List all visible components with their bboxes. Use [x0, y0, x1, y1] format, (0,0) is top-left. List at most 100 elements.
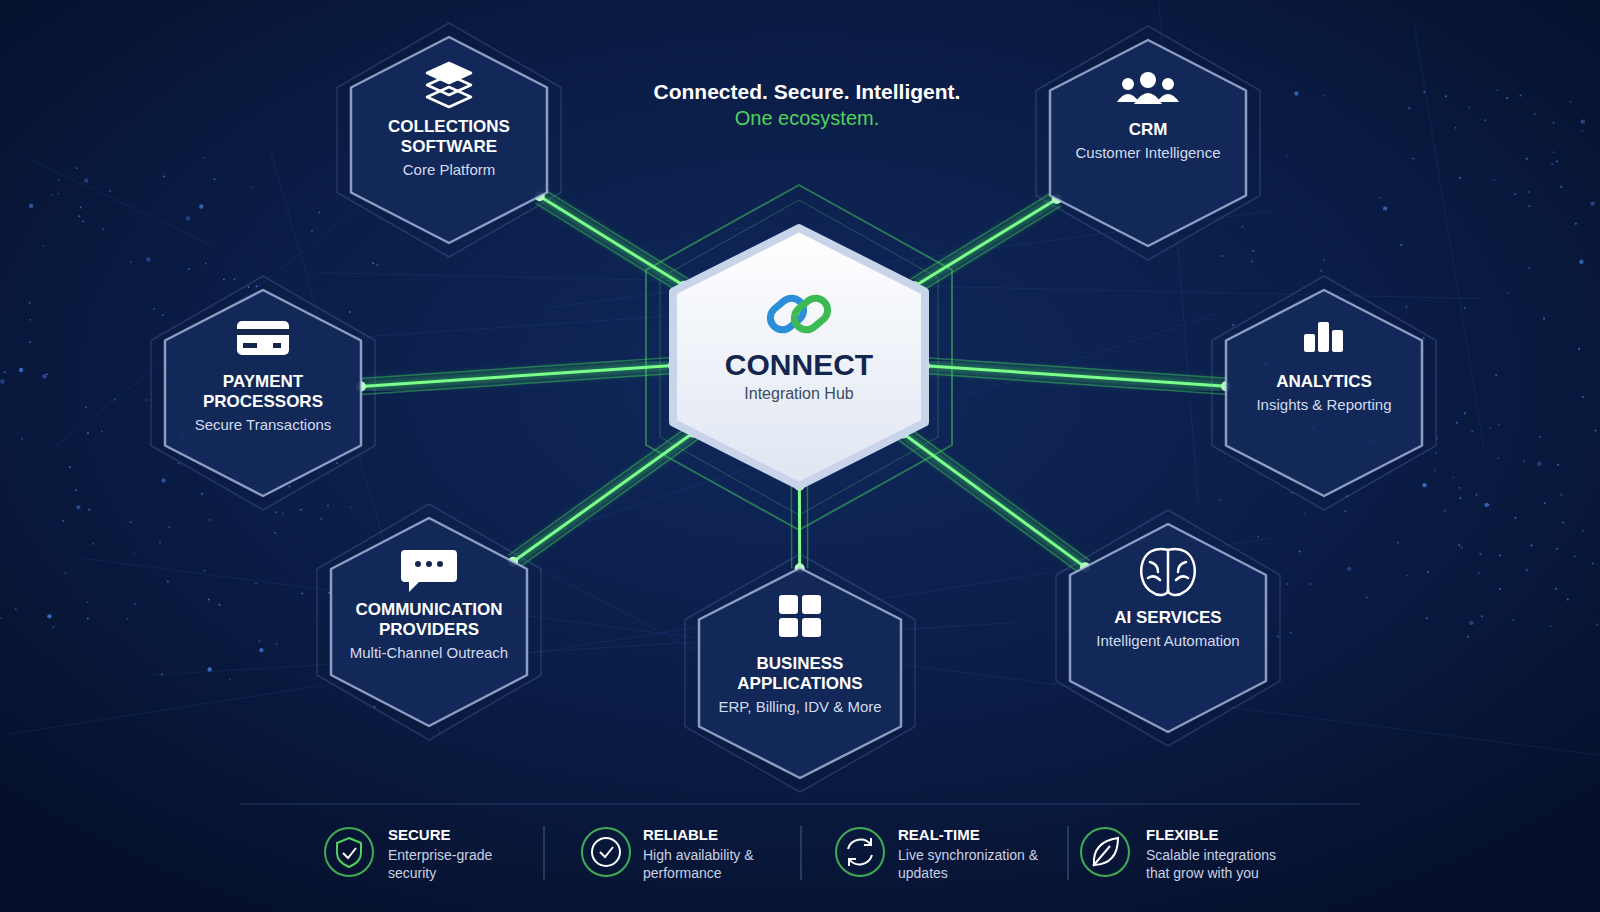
connector-group — [508, 426, 698, 568]
particle — [86, 601, 88, 603]
particle — [318, 212, 320, 214]
particle — [1595, 430, 1597, 432]
particle — [1493, 179, 1495, 181]
node-subtitle: Secure Transactions — [183, 416, 343, 434]
particle — [1519, 94, 1521, 96]
node-content: COLLECTIONS SOFTWARECore Platform — [349, 35, 549, 179]
feature-text: Scalable integrations that grow with you — [1146, 846, 1296, 882]
particle — [76, 505, 80, 509]
connector-glow — [925, 366, 1226, 387]
particle — [1562, 522, 1564, 524]
particle — [1464, 307, 1466, 309]
hexagon-halo — [317, 504, 541, 740]
particle — [1557, 464, 1559, 466]
particle — [1241, 226, 1243, 228]
particle — [1232, 324, 1234, 326]
particle — [289, 486, 291, 488]
particle — [1458, 544, 1460, 546]
particle — [1484, 119, 1486, 121]
particle — [1426, 617, 1428, 619]
node-content: AI SERVICESIntelligent Automation — [1068, 522, 1268, 650]
particle — [15, 608, 17, 610]
particle — [223, 279, 225, 281]
footer-rule — [240, 804, 1360, 805]
node-subtitle: Integration Hub — [691, 384, 907, 404]
service-hexagon: ANALYTICSInsights & Reporting — [1224, 288, 1424, 498]
hexagon-halo — [151, 276, 375, 510]
service-hexagon: COMMUNICATION PROVIDERS Multi-Channel Out… — [329, 516, 529, 728]
particle — [1512, 619, 1514, 621]
particle — [80, 207, 82, 209]
tagline: One ecosystem. — [0, 107, 1600, 130]
particle — [218, 604, 220, 606]
network-line — [734, 226, 758, 229]
connector-glow — [513, 433, 693, 562]
hexagon-halo — [1036, 26, 1260, 260]
particle — [167, 580, 169, 582]
connector-group — [898, 427, 1090, 574]
particle — [58, 179, 60, 181]
particle — [1461, 546, 1463, 548]
particle — [1468, 107, 1470, 109]
connector-trace — [791, 486, 793, 568]
particle — [259, 648, 263, 652]
particle — [130, 521, 132, 523]
node-title: COMMUNICATION PROVIDERS — [349, 600, 509, 640]
node-subtitle: Multi-Channel Outreach — [349, 644, 509, 662]
particle — [146, 257, 150, 261]
particle — [201, 493, 203, 495]
brain-icon — [1141, 549, 1195, 595]
particle — [1531, 544, 1533, 546]
connector-line — [361, 365, 673, 386]
particle — [1506, 97, 1508, 99]
service-hexagon: CRMCustomer Intelligence — [1048, 38, 1248, 248]
particle — [52, 626, 54, 628]
connector-trace — [544, 189, 689, 279]
particle — [1484, 503, 1488, 507]
particle — [75, 489, 77, 491]
particle — [21, 438, 23, 440]
hexagon-shape — [1048, 38, 1248, 248]
particle — [1481, 615, 1483, 617]
hexagon-fill — [351, 37, 547, 243]
particle — [1257, 536, 1259, 538]
particle — [163, 175, 165, 177]
particle — [186, 216, 190, 220]
particle — [1596, 623, 1598, 625]
node-subtitle: Core Platform — [369, 161, 529, 179]
connector-group — [356, 357, 678, 394]
particle — [1427, 571, 1429, 573]
particle — [1422, 483, 1426, 487]
connector-line — [513, 433, 693, 562]
hexagon-halo — [1212, 276, 1436, 510]
particle — [109, 190, 111, 192]
particle — [349, 311, 351, 313]
particle — [1467, 636, 1469, 638]
particle — [78, 215, 80, 217]
particle — [1550, 625, 1552, 627]
feature-title: SECURE — [388, 826, 528, 843]
particle — [1543, 317, 1545, 319]
feature-text: High availability & performance — [643, 846, 783, 882]
particle — [92, 543, 94, 545]
particle — [1507, 292, 1509, 294]
particle — [1514, 193, 1516, 195]
particle — [85, 406, 87, 408]
particle — [276, 643, 278, 645]
particle — [46, 373, 48, 375]
particle — [161, 478, 165, 482]
particle — [1400, 244, 1402, 246]
particle — [300, 509, 302, 511]
node-title: BUSINESS APPLICATIONS — [717, 654, 883, 694]
particle — [301, 593, 303, 595]
particle — [1323, 259, 1325, 261]
particle — [1528, 205, 1530, 207]
particle — [130, 261, 132, 263]
particle — [1456, 422, 1458, 424]
particle — [209, 519, 211, 521]
diagram-title: Connected. Secure. Intelligent. — [0, 80, 1600, 104]
particle — [1569, 101, 1571, 103]
particle — [1556, 548, 1558, 550]
